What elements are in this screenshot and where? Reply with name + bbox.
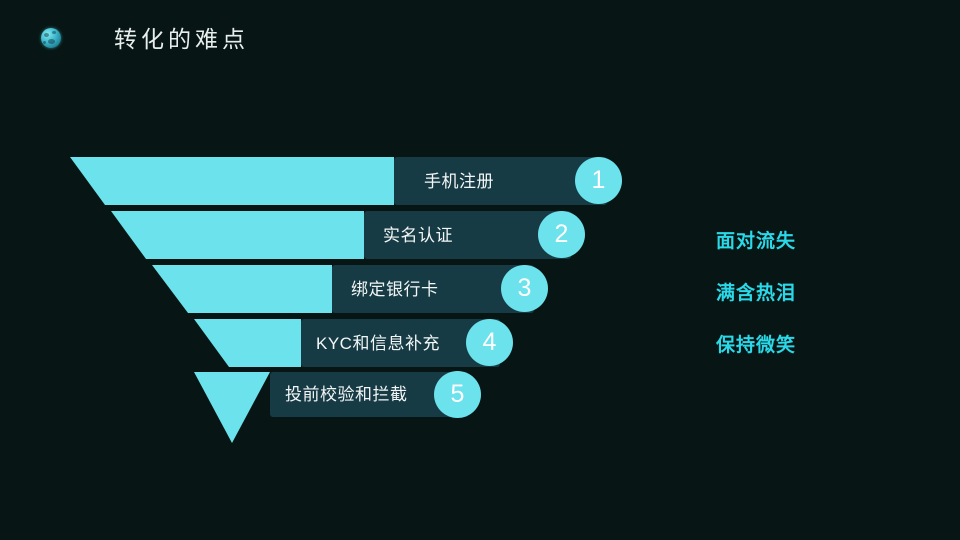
funnel-row-number: 3 [501, 265, 548, 312]
notes-list: 面对流失 满含热泪 保持微笑 [716, 232, 926, 355]
page-title: 转化的难点 [114, 26, 249, 52]
funnel-row-bar [364, 211, 571, 259]
funnel-row-bar [394, 157, 607, 205]
note-item: 面对流失 [716, 231, 797, 252]
funnel-segment-4 [194, 319, 301, 367]
globe-speck [43, 41, 46, 44]
funnel-row-number: 5 [434, 371, 481, 418]
globe-speck [48, 39, 55, 44]
funnel-row-label: 手机注册 [424, 172, 494, 191]
funnel-segment-3 [152, 265, 332, 313]
funnel-row-label: 投前校验和拦截 [285, 385, 408, 404]
funnel-segment-2 [111, 211, 364, 259]
slide-header: 转化的难点 [0, 0, 960, 76]
funnel-row-label: 实名认证 [383, 226, 453, 245]
funnel-row-label: 绑定银行卡 [351, 280, 439, 299]
funnel-row-label: KYC和信息补充 [316, 334, 440, 353]
note-item: 保持微笑 [716, 335, 797, 356]
globe-speck [52, 31, 56, 34]
globe-icon [41, 28, 61, 48]
funnel-segment-1 [70, 157, 394, 205]
globe-speck [44, 33, 49, 37]
funnel-row-bar [332, 265, 534, 313]
funnel-row-number: 4 [466, 319, 513, 366]
funnel-segment-5 [194, 372, 270, 443]
funnel-row-number: 2 [538, 211, 585, 258]
funnel-row-number: 1 [575, 157, 622, 204]
note-item: 满含热泪 [716, 283, 797, 304]
